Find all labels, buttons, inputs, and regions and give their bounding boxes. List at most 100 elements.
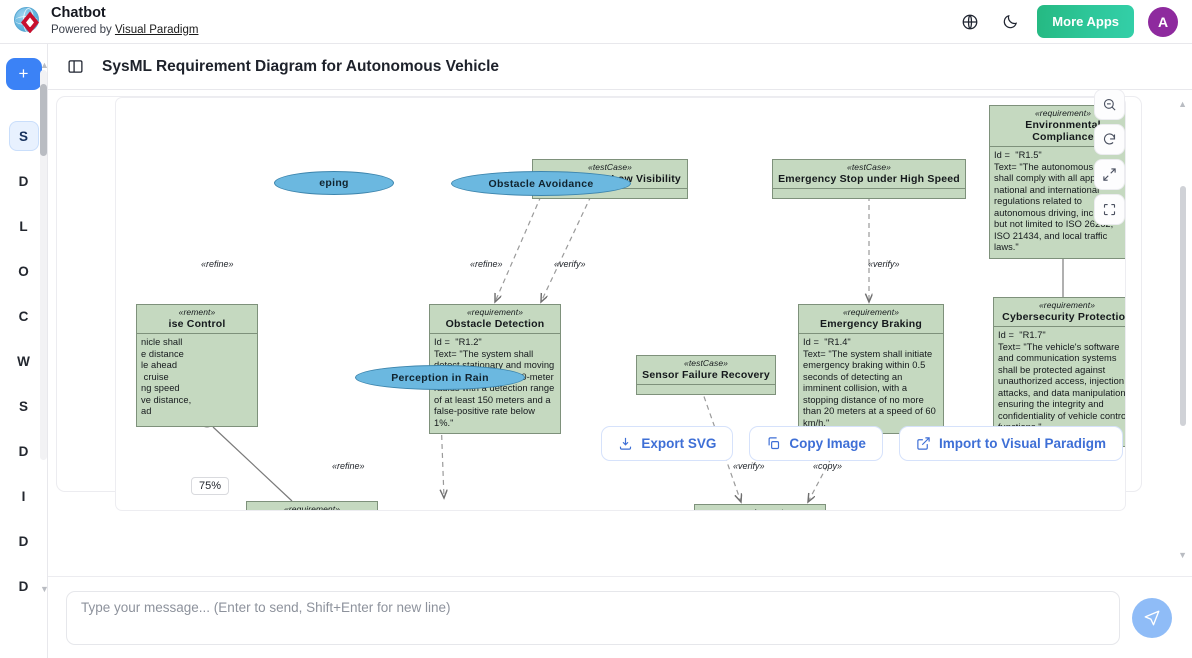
edge-label-verify-low-visibility: «verify» xyxy=(554,259,586,269)
connector-sensor-failure-verify xyxy=(700,387,741,502)
moon-icon[interactable] xyxy=(997,9,1023,35)
main-panel: SysML Requirement Diagram for Autonomous… xyxy=(48,44,1192,658)
sidebar-item-4[interactable]: C xyxy=(18,308,29,324)
usecase-perception-in-rain[interactable]: Perception in Rain xyxy=(355,365,525,390)
chat-area: «testCase»Perception in Low Visibility«t… xyxy=(48,90,1192,576)
connector-obstacle-avoidance-refine xyxy=(495,195,542,302)
sidebar-conversation-list: S D L O C W S D I D D xyxy=(0,113,47,658)
node-sensor-failure-recovery[interactable]: «testCase»Sensor Failure Recovery xyxy=(636,355,776,395)
node-body: nicle shall e distance le ahead cruise n… xyxy=(137,333,257,426)
new-chat-button[interactable]: + xyxy=(5,57,42,90)
message-composer xyxy=(48,576,1192,658)
expand-icon[interactable] xyxy=(1094,159,1125,190)
node-body: Id = "R1.4" Text= "The system shall init… xyxy=(799,333,943,433)
external-link-icon xyxy=(916,436,931,451)
copy-image-button[interactable]: Copy Image xyxy=(749,426,883,461)
node-name: Emergency Stop under High Speed xyxy=(778,173,960,185)
node-header: «rement»ise Control xyxy=(137,305,257,333)
node-name: Cybersecurity Protection xyxy=(1002,311,1126,323)
node-stereotype: «testCase» xyxy=(847,162,891,172)
app-shell: + S D L O C W S D I D D ▲ ▼ SysML Requirement Diag… xyxy=(0,44,1192,658)
copy-icon xyxy=(766,436,781,451)
edge-label-refine-rain: «refine» xyxy=(332,461,365,471)
node-header: «requirement»Environmental Compliance xyxy=(990,106,1125,146)
import-to-visual-paradigm-button[interactable]: Import to Visual Paradigm xyxy=(898,426,1123,461)
app-title: Chatbot xyxy=(51,5,106,22)
sidebar-item-9[interactable]: D xyxy=(18,533,29,549)
node-name: ise Control xyxy=(168,318,226,330)
rail-scroll-up-arrow[interactable]: ▲ xyxy=(40,60,49,70)
top-bar-actions: More Apps A xyxy=(957,5,1178,38)
fullscreen-icon[interactable] xyxy=(1094,194,1125,225)
node-name: Obstacle Detection xyxy=(445,318,545,330)
sidebar-item-3[interactable]: O xyxy=(18,263,29,279)
message-input[interactable] xyxy=(66,590,1120,645)
usecase-obstacle-avoidance[interactable]: Obstacle Avoidance xyxy=(451,171,631,196)
node-name: Sensor Failure Recovery xyxy=(642,369,770,381)
edge-label-copy-emergency: «copy» xyxy=(813,461,843,471)
reset-icon[interactable] xyxy=(1094,124,1125,155)
node-body: Id = "R1.7" Text= "The vehicle's softwar… xyxy=(994,326,1125,446)
sidebar-item-2[interactable]: L xyxy=(19,218,28,234)
visual-paradigm-logo-icon xyxy=(14,7,42,35)
sidebar-item-5[interactable]: W xyxy=(17,353,30,369)
assistant-message-card: «testCase»Perception in Low Visibility«t… xyxy=(56,90,1142,511)
sidebar-item-1[interactable]: D xyxy=(18,173,29,189)
node-stereotype: «requirement» xyxy=(699,507,821,510)
download-icon xyxy=(618,436,633,451)
chat-scrollbar-thumb[interactable] xyxy=(1180,186,1186,426)
visual-paradigm-link[interactable]: Visual Paradigm xyxy=(114,23,199,36)
node-name: Environmental Compliance xyxy=(1025,119,1101,143)
more-apps-button[interactable]: More Apps xyxy=(1037,5,1134,38)
brand: Chatbot Powered by Visual Paradigm xyxy=(14,5,198,38)
sidebar-item-6[interactable]: S xyxy=(18,398,28,414)
usecase-lane-keeping[interactable]: eping xyxy=(274,171,394,195)
chat-scroll-down-arrow[interactable]: ▼ xyxy=(1178,550,1187,560)
sidebar-item-8[interactable]: I xyxy=(21,488,26,504)
node-header: «requirement»Obstacle Detection xyxy=(430,305,560,333)
edge-label-verify-sensor-failure: «verify» xyxy=(733,461,765,471)
globe-icon[interactable] xyxy=(957,9,983,35)
page-title: SysML Requirement Diagram for Autonomous… xyxy=(102,57,500,75)
rail-top: + xyxy=(0,44,47,91)
sidebar-item-7[interactable]: D xyxy=(18,443,29,459)
panel-toggle-icon[interactable] xyxy=(62,54,88,80)
node-name: Emergency Braking xyxy=(819,318,923,330)
rail-scrollbar[interactable] xyxy=(40,70,47,460)
node-emergency-braking[interactable]: «requirement»Emergency Braking Id = "R1.4… xyxy=(798,304,944,435)
node-stereotype: «requirement» xyxy=(1034,108,1092,118)
diagram-canvas[interactable]: «testCase»Perception in Low Visibility«t… xyxy=(116,98,1126,511)
rail-scroll-down-arrow[interactable]: ▼ xyxy=(40,584,49,594)
export-svg-button[interactable]: Export SVG xyxy=(601,426,734,461)
powered-by-prefix: Powered by xyxy=(51,23,115,36)
node-header: «testCase»Emergency Stop under High Spee… xyxy=(773,160,965,188)
sidebar-item-10[interactable]: D xyxy=(18,578,29,594)
powered-by: Powered by Visual Paradigm xyxy=(51,23,198,38)
top-bar: Chatbot Powered by Visual Paradigm More … xyxy=(0,0,1192,44)
rail-scrollbar-thumb[interactable] xyxy=(40,84,47,156)
zoom-out-icon[interactable] xyxy=(1094,90,1125,120)
node-emergency-stop-high-speed[interactable]: «testCase»Emergency Stop under High Spee… xyxy=(772,159,966,199)
button-label: Copy Image xyxy=(789,436,866,451)
chat-scrollbar[interactable] xyxy=(1180,96,1188,496)
node-stereotype: «requirement» xyxy=(466,307,524,317)
node-header: «requirement»Sensor Fusion Accuracy xyxy=(247,502,377,511)
node-stereotype: «testCase» xyxy=(684,358,728,368)
sidebar-item-0[interactable]: S xyxy=(8,121,39,151)
button-label: Import to Visual Paradigm xyxy=(938,436,1106,451)
node-fail-safe-operation[interactable]: «requirement»Fail-Safe Operation xyxy=(694,504,826,510)
chat-scroll-up-arrow[interactable]: ▲ xyxy=(1178,99,1187,109)
node-sensor-fusion-accuracy[interactable]: «requirement»Sensor Fusion Accuracy xyxy=(246,501,378,511)
edge-label-refine-obstacle: «refine» xyxy=(470,259,503,269)
node-stereotype: «requirement» xyxy=(283,504,341,511)
node-body xyxy=(773,188,965,198)
connector-low-visibility-verify xyxy=(541,195,592,302)
node-stereotype: «testCase» xyxy=(588,162,632,172)
send-button[interactable] xyxy=(1132,597,1172,638)
node-stereotype: «requirement» xyxy=(842,307,900,317)
edge-label-verify-emergency-stop: «verify» xyxy=(868,259,900,269)
avatar[interactable]: A xyxy=(1148,6,1178,37)
